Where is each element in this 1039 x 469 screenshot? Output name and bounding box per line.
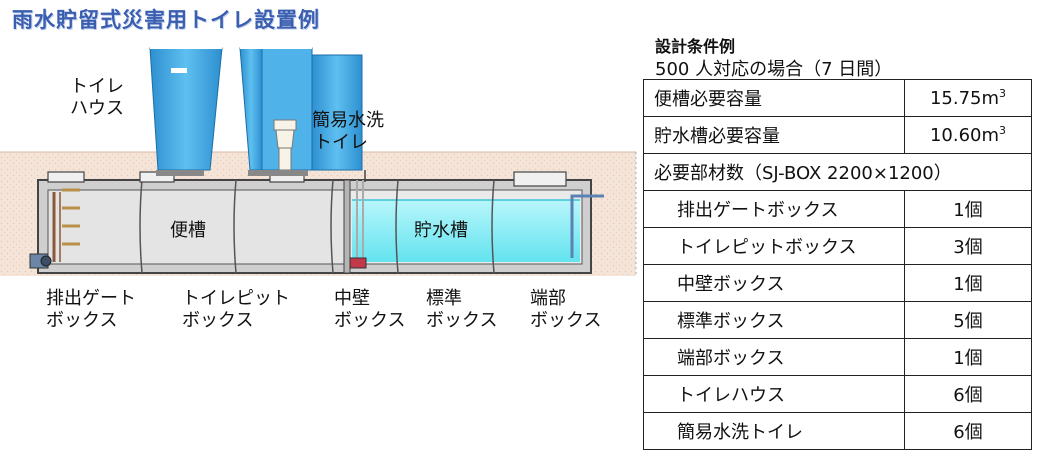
inlet-pipe-icon [570,194,604,258]
row-value: 1個 [904,338,1032,376]
label-middle-wall-box: 中壁ボックス [334,288,406,331]
table-row: トイレピットボックス 3個 [643,227,1032,265]
row-label: 標準ボックス [643,301,905,339]
row-label: 中壁ボックス [643,264,905,302]
row-label: 貯水槽必要容量 [643,116,905,154]
diagram-title: 雨水貯留式災害用トイレ設置例 [12,8,320,32]
table-row: 標準ボックス 5個 [643,301,1032,339]
table-row: 簡易水洗トイレ 6個 [643,412,1032,450]
toilet-house-right [239,47,363,171]
water-body [352,200,580,262]
table-row: 必要部材数（SJ-BOX 2200×1200） [643,153,1032,191]
row-label: 端部ボックス [643,338,905,376]
label-standard-box: 標準ボックス [426,288,498,331]
table-row: 端部ボックス 1個 [643,338,1032,376]
installation-diagram [0,47,637,276]
label-end-box: 端部ボックス [530,288,602,331]
spec-heading: 設計条件例 [655,37,736,56]
row-label: トイレピットボックス [643,227,905,265]
row-value: 3個 [904,227,1032,265]
middle-wall [343,179,351,274]
spec-table: 便槽必要容量 15.75m3 貯水槽必要容量 10.60m3 必要部材数（SJ-… [643,79,1032,450]
box-joints [139,179,495,274]
row-label: 排出ゲートボックス [643,190,905,228]
row-value: 1個 [904,190,1032,228]
materials-header: 必要部材数（SJ-BOX 2200×1200） [643,153,1032,191]
row-value: 15.75m3 [904,79,1032,117]
table-row: 貯水槽必要容量 10.60m3 [643,116,1032,154]
table-row: トイレハウス 6個 [643,375,1032,413]
label-water-tank: 貯水槽 [414,220,468,241]
spec-subheading: 500 人対応の場合（7 日間） [655,59,893,80]
toilet-house-left [149,47,223,171]
table-row: 排出ゲートボックス 1個 [643,190,1032,228]
row-label: トイレハウス [643,375,905,413]
row-value: 6個 [904,375,1032,413]
row-label: 便槽必要容量 [643,79,905,117]
valve-icon [349,257,367,269]
label-septic-tank: 便槽 [170,220,206,241]
table-row: 中壁ボックス 1個 [643,264,1032,302]
septic-tank-interior [47,189,345,265]
manhole-lids [47,171,567,187]
ladder-icon [52,188,80,262]
row-value: 6個 [904,412,1032,450]
row-value: 1個 [904,264,1032,302]
discharge-gate-icon [29,253,52,269]
row-value: 5個 [904,301,1032,339]
row-label: 簡易水洗トイレ [643,412,905,450]
label-simple-flush-toilet: 簡易水洗トイレ [312,110,384,153]
table-row: 便槽必要容量 15.75m3 [643,79,1032,117]
label-toilet-pit-box: トイレピットボックス [182,288,290,331]
label-discharge-gate-box: 排出ゲートボックス [46,288,136,331]
label-toilet-house: トイレハウス [70,76,124,119]
row-value: 10.60m3 [904,116,1032,154]
